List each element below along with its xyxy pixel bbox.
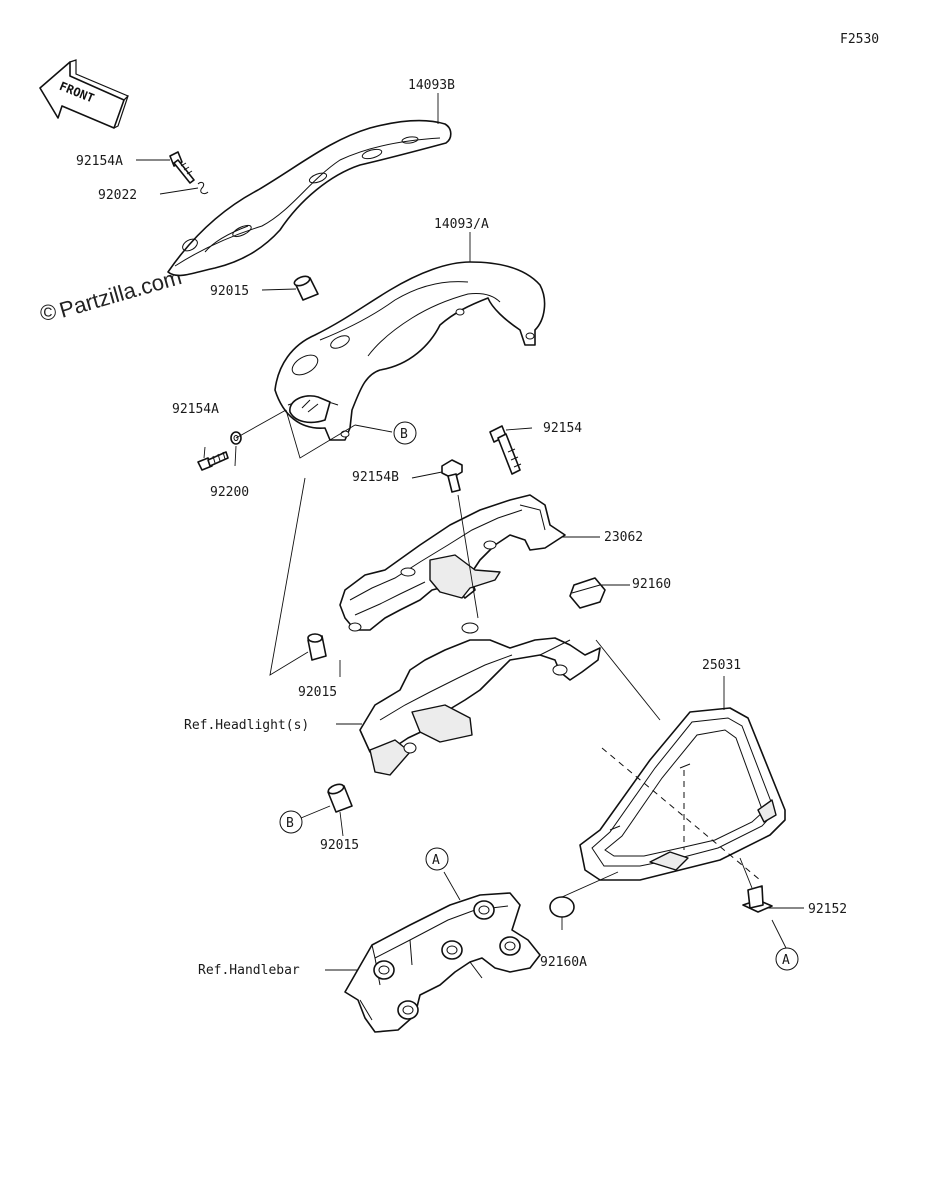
part-cowl-upper (167, 119, 452, 277)
callout-92154a-top: 92154A (76, 154, 123, 169)
part-bracket-23062 (339, 494, 566, 632)
leader-lines (136, 93, 804, 971)
part-bolt-92154 (489, 425, 522, 475)
reference-mark-b-upper-text: B (400, 427, 408, 442)
callout-92160a: 92160A (540, 955, 587, 970)
callout-92152: 92152 (808, 902, 847, 917)
front-arrow-icon: FRONT (39, 59, 130, 129)
reference-mark-a-lower-text: A (782, 953, 790, 968)
callout-92015-top: 92015 (210, 284, 249, 299)
callout-92015-low: 92015 (320, 838, 359, 853)
callout-92160: 92160 (632, 577, 671, 592)
callout-ref-handlebar: Ref.Handlebar (198, 963, 300, 978)
partzilla-watermark: © Partzilla.com (40, 264, 184, 325)
part-collar-92015-mid (307, 633, 327, 661)
part-meter-25031 (579, 707, 786, 881)
callout-92200: 92200 (210, 485, 249, 500)
figure-code: F2530 (840, 32, 879, 47)
callout-25031: 25031 (702, 658, 741, 673)
part-collar-92015-top (293, 275, 319, 301)
reference-mark-b-lower-text: B (286, 816, 294, 831)
part-handlebar-holder (344, 892, 541, 1033)
callout-92022: 92022 (98, 188, 137, 203)
callout-92154a-side: 92154A (172, 402, 219, 417)
part-bolt-92154b (441, 459, 463, 493)
callout-14093b: 14093B (408, 78, 455, 93)
callout-92154b: 92154B (352, 470, 399, 485)
part-damper-92160 (569, 577, 606, 609)
part-collar-92015-low (327, 783, 353, 813)
callout-23062: 23062 (604, 530, 643, 545)
callout-92015-mid: 92015 (298, 685, 337, 700)
part-cowl-lower (274, 261, 546, 441)
callout-ref-headlight: Ref.Headlight(s) (184, 718, 309, 733)
reference-mark-a-upper-text: A (432, 853, 440, 868)
watermark-text: Partzilla.com (56, 264, 184, 323)
reference-mark-b-upper: B (393, 421, 417, 445)
reference-mark-a-lower: A (775, 947, 799, 971)
reference-mark-b-lower: B (279, 810, 303, 834)
callout-92154: 92154 (543, 421, 582, 436)
part-headlight-bracket (359, 622, 601, 776)
part-bolt-92154a-top (169, 151, 195, 184)
part-bolt-92152 (742, 885, 773, 913)
reference-mark-a-upper: A (425, 847, 449, 871)
part-grommet-92160a (549, 896, 575, 918)
part-spring-clip-92022 (197, 181, 209, 195)
callout-14093a: 14093/A (434, 217, 489, 232)
part-bolt-92154a-side (197, 451, 229, 471)
watermark-copyright-symbol: © (40, 300, 56, 325)
